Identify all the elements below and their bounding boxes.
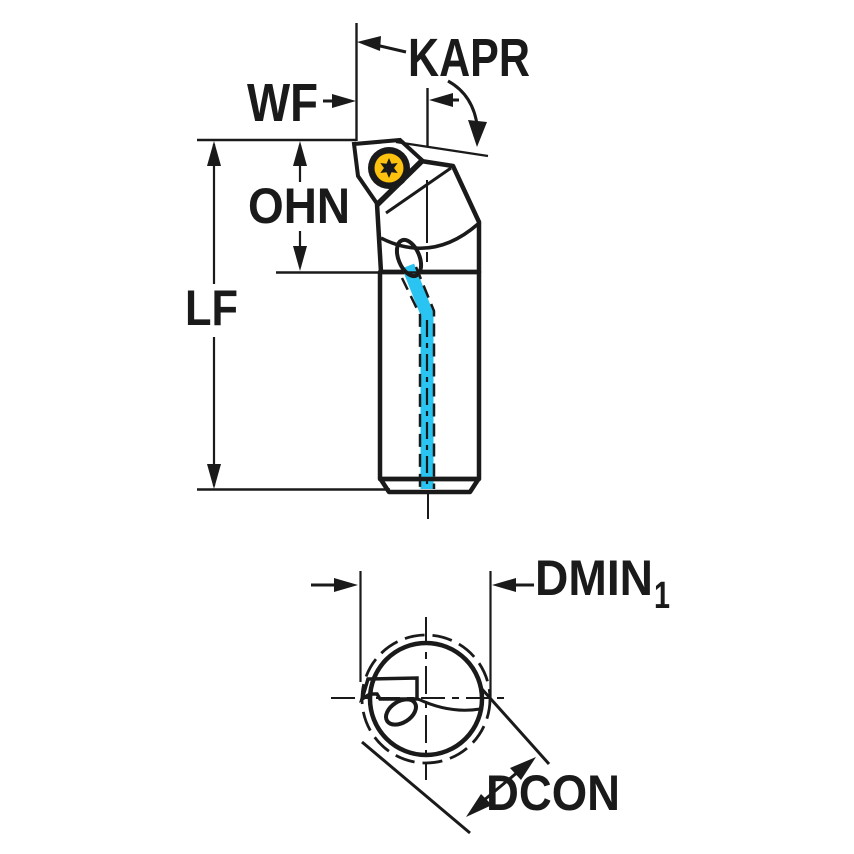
end-view-insert [358, 676, 419, 703]
dcon-lower-tangent-line [361, 740, 471, 835]
shank-bottom-chamfer [378, 476, 481, 495]
end-view: DMIN 1 DCON [311, 550, 670, 835]
coolant-hole-left-dashed [400, 277, 422, 489]
end-view-coolant-hole [384, 697, 418, 727]
kapr-left-arrowhead [429, 93, 453, 107]
lf-label: LF [185, 280, 238, 336]
torx-star-icon [380, 158, 398, 178]
wf-right-arrowhead [332, 94, 356, 108]
dcon-label: DCON [486, 765, 620, 821]
ohn-label: OHN [248, 178, 350, 234]
torx-screw [368, 147, 410, 189]
coolant-hole-right-dashed [414, 266, 436, 489]
coolant-outlet-hole [394, 237, 424, 279]
ohn-down-arrowhead [293, 246, 307, 271]
coolant-channel [394, 237, 436, 489]
dmin-left-pointing-arrowhead [492, 578, 516, 592]
end-view-face-curve [417, 697, 481, 712]
side-view: KAPR WF OHN LF [185, 23, 530, 519]
kapr-dimension: KAPR [357, 28, 530, 147]
kapr-label: KAPR [408, 28, 530, 88]
dcon-lower-arrowhead [466, 794, 492, 817]
lf-up-arrowhead [207, 141, 221, 166]
kapr-arc-arrowhead [468, 120, 487, 147]
wf-label: WF [247, 73, 318, 133]
dcon-dim-line [482, 769, 520, 803]
head-facet-line [385, 166, 452, 215]
dcon-upper-arrowhead [510, 757, 536, 780]
dmin-dimension: DMIN 1 [311, 550, 670, 700]
dmin-label: DMIN [535, 550, 653, 606]
dcon-dimension: DCON [361, 686, 620, 835]
cutting-edge-extension-line [395, 140, 489, 158]
kapr-leader-arrowhead [357, 36, 381, 51]
wf-dimension: WF [247, 73, 356, 133]
dcon-upper-tangent-line [479, 686, 551, 766]
dmin-subscript: 1 [654, 575, 670, 617]
dmin-right-pointing-arrowhead [334, 578, 358, 592]
head-clamp-curve [380, 222, 480, 250]
kapr-leader-line [375, 43, 407, 54]
coolant-flow [401, 263, 434, 489]
lf-down-arrowhead [207, 464, 221, 489]
ohn-dimension: OHN [248, 141, 350, 271]
ohn-up-arrowhead [293, 141, 307, 166]
lf-dimension: LF [185, 141, 238, 489]
